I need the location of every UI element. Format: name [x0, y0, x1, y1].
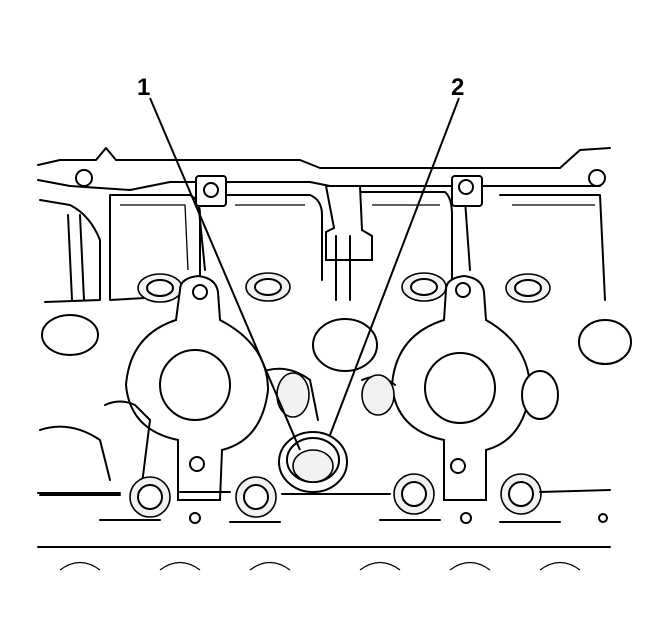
head-lower-rail	[37, 489, 611, 571]
bolt-hole-right-top	[588, 169, 606, 187]
lower-wells	[129, 473, 542, 518]
leader-line-2	[329, 97, 460, 436]
upper-wells	[137, 272, 551, 303]
cam-cap-right-bore	[424, 352, 496, 424]
bolt-bosses-top	[195, 175, 483, 207]
cam-cap-left-bore	[159, 349, 231, 421]
callout-2: 2	[451, 74, 465, 101]
leader-line-1	[149, 97, 301, 451]
head-top-rail	[37, 147, 611, 191]
center-bracket	[324, 185, 373, 301]
left-lower-region	[39, 400, 151, 501]
callout-1: 1	[137, 74, 151, 101]
center-seal-area	[267, 367, 559, 493]
bolt-hole-left-top	[75, 169, 93, 187]
side-bosses	[41, 314, 632, 372]
seal-bore	[292, 449, 334, 483]
cam-cap-left	[124, 274, 270, 524]
